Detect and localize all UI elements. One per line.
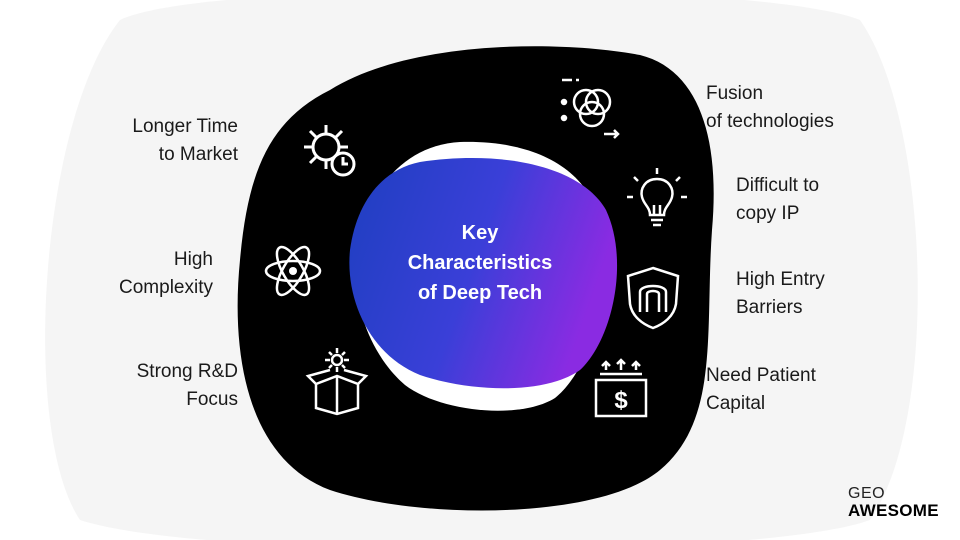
label-line: of technologies bbox=[706, 111, 834, 132]
label-line: Fusion bbox=[706, 83, 764, 104]
center-title-line: of Deep Tech bbox=[417, 282, 543, 304]
label-difficult-to-copy-ip: Difficult to copy IP bbox=[736, 172, 819, 228]
label-strong-rd-focus: Strong R&D Focus bbox=[137, 358, 238, 414]
label-need-patient-capital: Need Patient Capital bbox=[706, 362, 816, 418]
label-high-complexity: High Complexity bbox=[119, 246, 213, 302]
label-line: Difficult to bbox=[736, 175, 820, 196]
atom-icon bbox=[264, 245, 322, 297]
geo-awesome-logo: GEO AWESOME bbox=[848, 486, 948, 520]
label-line: Capital bbox=[706, 393, 766, 414]
lightbulb-icon bbox=[627, 168, 687, 227]
center-title-line: Characteristics bbox=[407, 252, 553, 274]
label-line: Need Patient bbox=[706, 365, 816, 386]
label-fusion-of-technologies: Fusion of technologies bbox=[706, 80, 834, 136]
label-line: Barriers bbox=[736, 297, 803, 318]
label-line: copy IP bbox=[736, 203, 800, 224]
label-line: Focus bbox=[186, 389, 238, 410]
label-line: Strong R&D bbox=[136, 361, 238, 382]
dollar-capital-icon: $ bbox=[594, 358, 648, 418]
label-line: High Entry bbox=[736, 269, 825, 290]
label-line: Complexity bbox=[119, 277, 213, 298]
center-title: Key Characteristics of Deep Tech bbox=[380, 218, 580, 308]
label-line: Longer Time bbox=[132, 116, 238, 137]
svg-text:$: $ bbox=[614, 387, 628, 414]
logo-bottom-text: AWESOME bbox=[848, 501, 939, 520]
gear-clock-icon bbox=[304, 125, 356, 177]
open-box-icon bbox=[305, 348, 369, 416]
label-longer-time-to-market: Longer Time to Market bbox=[132, 113, 238, 169]
shield-barrier-icon bbox=[626, 266, 680, 330]
label-line: High bbox=[173, 249, 213, 270]
center-title-line: Key bbox=[461, 222, 499, 244]
center-gradient-blob bbox=[349, 158, 618, 389]
label-high-entry-barriers: High Entry Barriers bbox=[736, 266, 825, 322]
logo-top-text: GEO bbox=[848, 485, 886, 502]
label-line: to Market bbox=[158, 144, 238, 165]
venn-fusion-icon bbox=[560, 78, 620, 139]
